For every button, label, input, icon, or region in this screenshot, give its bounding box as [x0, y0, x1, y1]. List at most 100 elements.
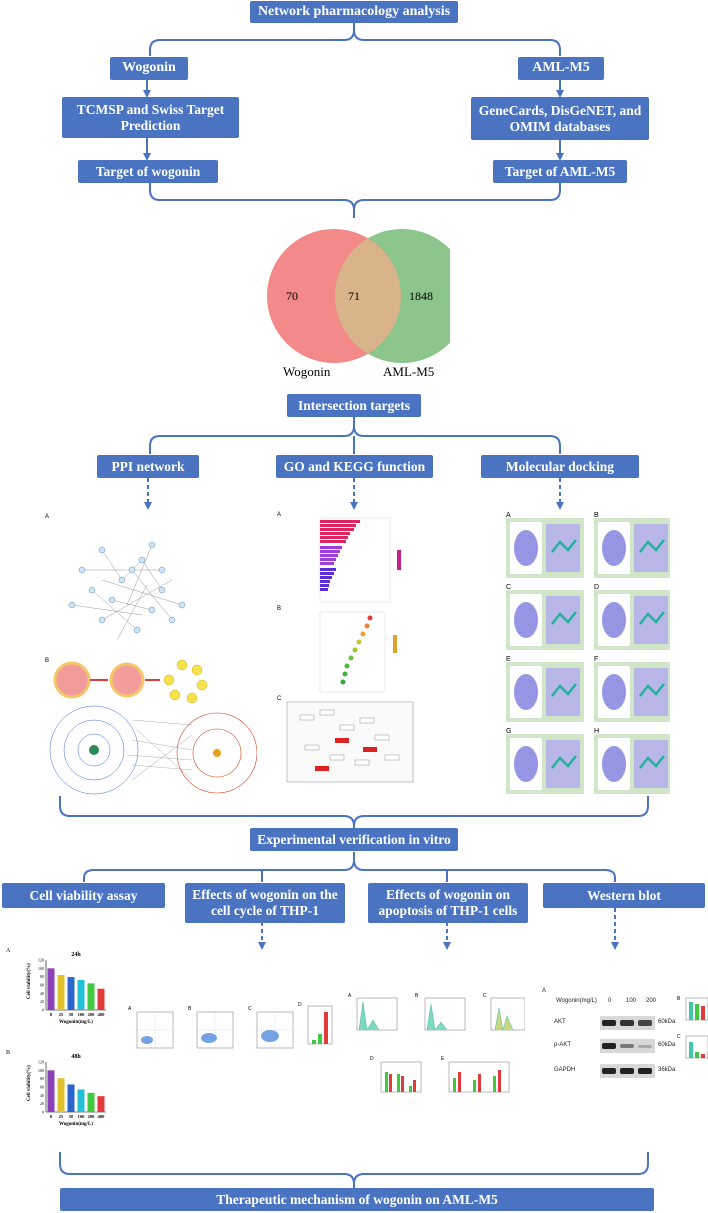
aml-m5-box: AML-M5 [518, 57, 604, 80]
go-kegg-label: GO and KEGG function [283, 458, 426, 474]
genecards-box: GeneCards, DisGeNET, and OMIM databases [471, 97, 649, 140]
target-wogonin-label: Target of wogonin [95, 163, 201, 179]
viability-tick-label: 80 [40, 974, 44, 979]
viability-bar [87, 1092, 95, 1112]
western-figure: A Wogonin(mg/L) 0 100 200 AKT p-AKT GAPD… [540, 988, 708, 1100]
viability-box: Cell viability assay [2, 883, 165, 908]
genecards-label: GeneCards, DisGeNET, and OMIM databases [478, 102, 642, 134]
docking-panel-letter: E [506, 656, 511, 663]
viability-bar [97, 988, 105, 1010]
viability-category-label: 50 [69, 1012, 74, 1017]
binding-pocket [634, 740, 668, 788]
viability-category-label: 0 [50, 1114, 53, 1119]
viability-bar [57, 975, 65, 1010]
viability-tick-label: 20 [40, 1101, 44, 1106]
viability-tick-label: 120 [38, 958, 44, 963]
band-pakt-name: p-AKT [554, 1042, 572, 1048]
viability-bar [47, 1070, 55, 1112]
docking-panel-letter: F [594, 656, 598, 663]
viability-category-label: 400 [98, 1114, 106, 1119]
binding-pocket [546, 596, 580, 644]
ligand [551, 539, 577, 553]
viability-label: Cell viability assay [29, 887, 138, 903]
go-panel-c-letter: C [277, 696, 282, 702]
go-panel-b-letter: B [277, 606, 281, 612]
protein-cartoon [514, 674, 538, 710]
tcmsp-label: TCMSP and Swiss Target Prediction [76, 101, 225, 133]
western-dose-label: Wogonin(mg/L) [556, 998, 597, 1004]
viability-tick-label: 120 [38, 1060, 44, 1065]
apoptosis-panel-e-letter: E [441, 1056, 445, 1062]
venn-right-label: AML-M5 [383, 364, 435, 379]
docking-panel-letter: A [506, 512, 511, 519]
cycle-label: Effects of wogonin on the cell cycle of … [192, 887, 338, 918]
apoptosis-panel-a-letter: A [348, 993, 352, 999]
western-dose-0: 0 [608, 998, 612, 1004]
protein-cartoon [602, 746, 626, 782]
viability-category-label: 25 [59, 1012, 64, 1017]
western-panel-a-letter: A [542, 988, 547, 994]
viability-bar [57, 1078, 65, 1112]
viability-tick-label: 40 [40, 1093, 44, 1098]
viability-category-label: 400 [98, 1012, 106, 1017]
cycle-figure: A B C D [128, 1002, 333, 1049]
protein-cartoon [602, 674, 626, 710]
band-gapdh-name: GAPDH [554, 1067, 576, 1073]
viability-category-label: 50 [69, 1114, 74, 1119]
wogonin-label: Wogonin [122, 60, 176, 76]
viability-bar [97, 1096, 105, 1112]
western-panel-c-letter: C [677, 1034, 681, 1040]
binding-pocket [546, 524, 580, 572]
viability-category-label: 200 [88, 1114, 96, 1119]
ligand [639, 755, 665, 769]
venn-left-count: 70 [286, 289, 298, 303]
viability-tick-label: 0 [42, 1110, 44, 1115]
viability-bar [87, 983, 95, 1010]
docking-label: Molecular docking [505, 458, 615, 474]
target-wogonin-box: Target of wogonin [78, 160, 218, 183]
cycle-panel-d-letter: D [298, 1002, 302, 1008]
apoptosis-panel-c-letter: C [483, 993, 487, 999]
experimental-box: Experimental verification in vitro [250, 828, 458, 851]
viability-panel-letter: B [6, 1050, 10, 1056]
binding-pocket [634, 668, 668, 716]
network-pharmacology-label: Network pharmacology analysis [257, 3, 451, 19]
tcmsp-box: TCMSP and Swiss Target Prediction [62, 97, 239, 138]
viability-bar [77, 980, 85, 1010]
venn-overlap-count: 71 [348, 289, 360, 303]
protein-cartoon [602, 530, 626, 566]
viability-category-label: 100 [78, 1012, 86, 1017]
viability-ylabel: Cell viability(%) [27, 1065, 32, 1101]
intersection-label: Intersection targets [297, 397, 411, 413]
band-akt-name: AKT [554, 1019, 566, 1025]
ligand [639, 683, 665, 697]
viability-tick-label: 100 [38, 966, 44, 971]
docking-box: Molecular docking [481, 455, 639, 478]
viability-tick-label: 100 [38, 1068, 44, 1073]
venn-overlap [335, 229, 401, 363]
ppi-panel-a-letter: A [45, 514, 49, 520]
cycle-panel-b-letter: B [188, 1006, 192, 1012]
apoptosis-label: Effects of wogonin on apoptosis of THP-1… [378, 887, 518, 918]
therapeutic-label: Therapeutic mechanism of wogonin on AML-… [216, 1191, 498, 1207]
apoptosis-panel-d-letter: D [370, 1056, 374, 1062]
band-gapdh-kda: 36kDa [658, 1067, 676, 1073]
network-pharmacology-box: Network pharmacology analysis [250, 1, 458, 23]
binding-pocket [546, 668, 580, 716]
viability-tick-label: 80 [40, 1076, 44, 1081]
viability-tick-label: 60 [40, 1085, 44, 1090]
apoptosis-box: Effects of wogonin on apoptosis of THP-1… [368, 883, 528, 923]
viability-bar [47, 968, 55, 1010]
viability-chart-title: 48h [71, 1054, 81, 1060]
binding-pocket [634, 596, 668, 644]
ppi-figure: A B [45, 514, 257, 795]
target-aml-label: Target of AML-M5 [504, 163, 616, 179]
cycle-panel-c-letter: C [248, 1006, 252, 1012]
ligand [551, 755, 577, 769]
binding-pocket [546, 740, 580, 788]
target-aml-box: Target of AML-M5 [493, 160, 627, 183]
viability-category-label: 25 [59, 1114, 64, 1119]
viability-chart-title: 24h [71, 952, 81, 958]
